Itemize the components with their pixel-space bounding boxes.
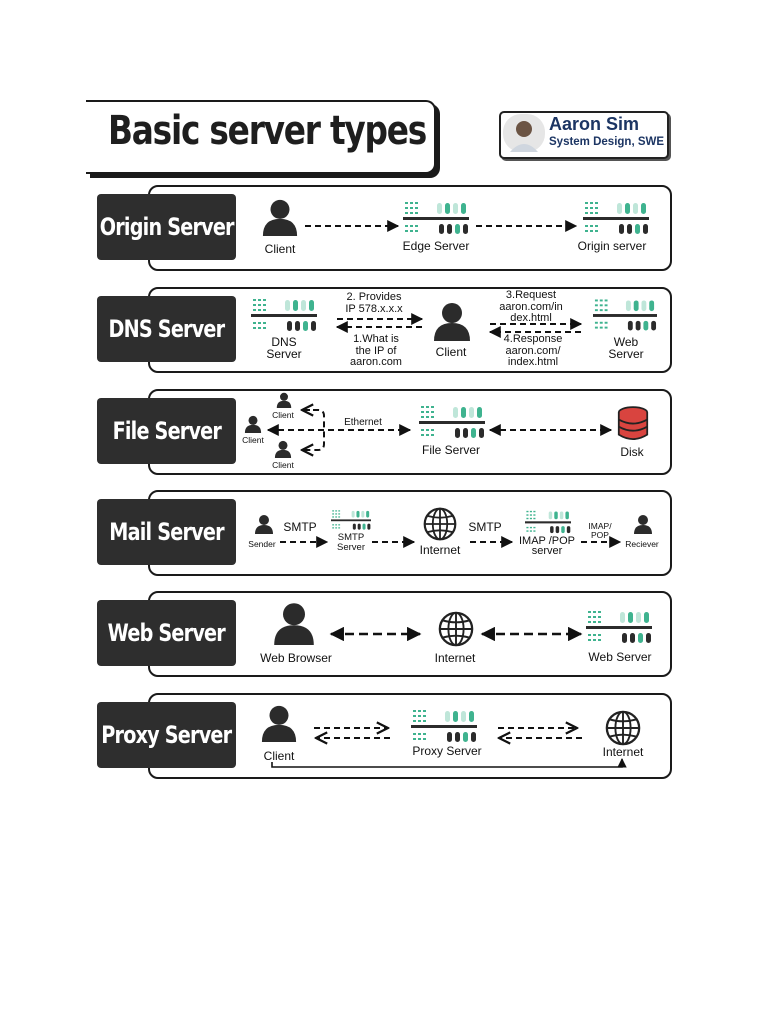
file-client-top-label: Client	[272, 410, 294, 420]
dns-client-label: Client	[435, 345, 467, 359]
dns-web-server-label: Web Server	[608, 335, 644, 361]
file-client-left-icon	[244, 415, 262, 433]
mail-internet-globe-icon	[423, 507, 457, 541]
dns-node-label: DNS Server	[266, 335, 302, 361]
imap-server-label: IMAP /POP server	[518, 535, 576, 557]
web-server-label: Web Server	[97, 600, 236, 666]
receiver-label: Reciever	[625, 539, 659, 549]
author-role: System Design, SWE	[549, 136, 665, 148]
client-user-icon	[262, 199, 298, 236]
origin-server-label: Origin Server	[97, 194, 236, 260]
dns-client-user-icon	[434, 303, 470, 341]
step-4-note: 4.Response aaron.com/ index.html	[503, 333, 563, 368]
sender-user-icon	[255, 515, 273, 534]
step-2-note: 2. Provides IP 578.x.x.x	[345, 291, 403, 315]
file-client-left-label: Client	[242, 435, 264, 445]
mail-internet-label: Internet	[419, 543, 461, 557]
title-banner	[86, 100, 436, 174]
proxy-server-label: Proxy Server	[97, 702, 236, 768]
receiver-user-icon	[634, 515, 652, 534]
file-server-node-label: File Server	[421, 443, 480, 457]
proxy-internet-globe-icon	[605, 710, 641, 746]
origin-client-label: Client	[264, 242, 296, 256]
proxy-client-label: Client	[263, 749, 295, 763]
dns-web-server-icon	[593, 299, 657, 331]
smtp-server-icon	[331, 510, 371, 530]
proxy-internet-label: Internet	[602, 745, 644, 759]
client-bypass-link	[271, 758, 627, 768]
proxy-server-icon	[411, 710, 477, 742]
proxy-client-user-icon	[261, 705, 297, 742]
author-avatar	[503, 114, 545, 152]
author-name: Aaron Sim	[549, 114, 640, 134]
file-server-label: File Server	[97, 398, 236, 464]
imap-pop-label: IMAP/ POP	[588, 521, 612, 540]
edge-server-icon	[403, 202, 469, 234]
proxy-server-node-label: Proxy Server	[412, 744, 482, 758]
file-client-bottom-label: Client	[272, 460, 294, 470]
web-server-icon	[586, 611, 652, 643]
sender-label: Sender	[248, 539, 276, 549]
origin-server-icon	[583, 202, 649, 234]
web-browser-user-icon	[274, 603, 314, 645]
origin-server-node-label: Origin server	[577, 239, 647, 253]
dns-server-icon	[251, 299, 317, 331]
ethernet-label: Ethernet	[344, 417, 382, 428]
web-browser-label: Web Browser	[260, 651, 332, 665]
smtp-server-label: SMTP Server	[337, 532, 365, 553]
step-3-note: 3.Request aaron.com/in dex.html	[499, 289, 563, 324]
imap-server-icon	[525, 510, 571, 534]
file-server-icon	[419, 406, 485, 438]
smtp-label-2: SMTP	[468, 520, 502, 534]
web-server-node-label: Web Server	[588, 650, 652, 664]
disk-label: Disk	[620, 445, 644, 459]
step-1-note: 1.What is the IP of aaron.com	[350, 333, 402, 368]
disk-icon	[617, 406, 649, 441]
web-internet-label: Internet	[434, 651, 476, 665]
file-client-top-icon	[276, 392, 292, 408]
smtp-label-1: SMTP	[283, 520, 317, 534]
page-title: Basic server types	[108, 108, 427, 154]
file-client-bottom-icon	[274, 440, 292, 458]
web-internet-globe-icon	[438, 611, 474, 647]
dns-server-label: DNS Server	[97, 296, 236, 362]
edge-server-label: Edge Server	[402, 239, 470, 253]
mail-server-label: Mail Server	[97, 499, 236, 565]
